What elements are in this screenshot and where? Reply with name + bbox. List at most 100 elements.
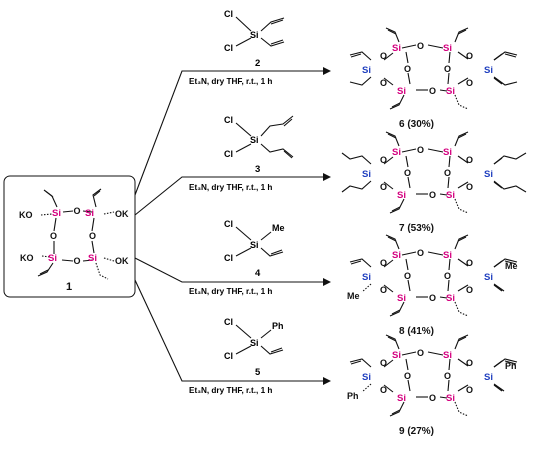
- reagent-5-si: Si: [250, 338, 259, 348]
- bridge-o: O: [380, 155, 387, 165]
- bridge-o: O: [380, 51, 387, 61]
- cage-si: Si: [392, 250, 401, 261]
- bridge-si: Si: [484, 272, 493, 283]
- reactant-si-1: Si: [52, 208, 61, 219]
- cage-si: Si: [443, 147, 452, 158]
- cage-si: Si: [392, 350, 401, 361]
- reactant-o-left: O: [50, 231, 57, 241]
- reagent-3-cl-bottom: Cl: [224, 149, 233, 159]
- reactant-ok-top: OK: [115, 209, 129, 219]
- reactant-ring-bonds: [37, 188, 115, 280]
- reactant-si-3: Si: [48, 253, 57, 264]
- cage-si: Si: [443, 250, 452, 261]
- cage-si: Si: [392, 43, 401, 54]
- bridge-o: O: [380, 258, 387, 268]
- bridge-si: Si: [362, 65, 371, 76]
- bridge-o: O: [466, 285, 473, 295]
- reagent-4-substituent: Me: [272, 223, 285, 233]
- arrow-to-6: [134, 67, 331, 196]
- conditions-5: Et₃N, dry THF, r.t., 1 h: [189, 386, 272, 395]
- bridge-si: Si: [484, 169, 493, 180]
- reagent-4: Cl Cl Si Me 4 Et₃N, dry THF, r.t., 1 h: [189, 219, 285, 296]
- reactant-si-2: Si: [85, 208, 94, 219]
- reactant-1: Si Si Si Si O O O O KO OK KO OK 1: [3, 175, 136, 298]
- reactant-ok-bottom: OK: [115, 256, 129, 266]
- arrow-to-7: [134, 173, 331, 216]
- bridge-o: O: [380, 78, 387, 88]
- cage-si: Si: [446, 293, 455, 304]
- cage-o: O: [404, 168, 411, 178]
- cage-si: Si: [443, 350, 452, 361]
- reagent-5-cl-top: Cl: [224, 317, 233, 327]
- reagent-3-number: 3: [255, 164, 260, 175]
- cage-o: O: [429, 190, 436, 200]
- cage-o: O: [417, 248, 424, 258]
- bridge-substituent: Ph: [505, 361, 517, 371]
- reactant-box: [3, 175, 136, 298]
- bridge-o: O: [380, 385, 387, 395]
- cage-o: O: [429, 86, 436, 96]
- reagent-2-cl-bottom: Cl: [224, 43, 233, 53]
- conditions-2: Et₃N, dry THF, r.t., 1 h: [189, 77, 272, 86]
- cage-si: Si: [397, 393, 406, 404]
- cage-o: O: [404, 271, 411, 281]
- arrow-to-9: [134, 279, 331, 385]
- cage-si: Si: [446, 190, 455, 201]
- bridge-o: O: [466, 385, 473, 395]
- bridge-o: O: [380, 182, 387, 192]
- reactant-si-4: Si: [88, 253, 97, 264]
- bridge-substituent: Me: [505, 261, 518, 271]
- reagent-5: Cl Cl Si Ph 5 Et₃N, dry THF, r.t., 1 h: [189, 317, 284, 395]
- reactant-o-bottom: O: [74, 256, 81, 266]
- reagent-4-cl-top: Cl: [224, 219, 233, 229]
- cage-o: O: [404, 64, 411, 74]
- bridge-si: Si: [484, 372, 493, 383]
- cage-o: O: [417, 348, 424, 358]
- cage-si: Si: [397, 293, 406, 304]
- bridge-o: O: [466, 155, 473, 165]
- cage-si: Si: [392, 147, 401, 158]
- product-label: 7 (53%): [399, 223, 434, 234]
- arrow-to-8: [134, 257, 331, 286]
- bridge-si: Si: [484, 65, 493, 76]
- bridge-o: O: [466, 258, 473, 268]
- reagent-4-number: 4: [255, 268, 261, 279]
- reagent-2: Cl Cl Si 2 Et₃N, dry THF, r.t., 1 h: [189, 9, 285, 86]
- cage-o: O: [417, 145, 424, 155]
- reagent-3-si: Si: [250, 135, 259, 145]
- product-label: 8 (41%): [399, 326, 434, 337]
- reactant-ko-bottom: KO: [20, 253, 34, 263]
- reagent-3: Cl Cl Si 3 Et₃N, dry THF, r.t., 1 h: [189, 115, 294, 192]
- reaction-arrows: [134, 67, 331, 385]
- bridge-si: Si: [362, 272, 371, 283]
- cage-si: Si: [443, 43, 452, 54]
- bridge-o: O: [380, 358, 387, 368]
- cage-si: Si: [397, 190, 406, 201]
- cage-o: O: [429, 393, 436, 403]
- reagent-2-number: 2: [255, 58, 260, 69]
- bridge-o: O: [466, 182, 473, 192]
- reagent-2-cl-top: Cl: [224, 9, 233, 19]
- cage-o: O: [444, 64, 451, 74]
- reagent-4-si: Si: [250, 240, 259, 250]
- reactant-ko-top: KO: [19, 210, 33, 220]
- bridge-o: O: [466, 51, 473, 61]
- product-label: 9 (27%): [399, 426, 434, 437]
- reactant-number: 1: [66, 281, 72, 293]
- bridge-o: O: [380, 285, 387, 295]
- bridge-substituent: Me: [347, 291, 360, 301]
- cage-si: Si: [397, 86, 406, 97]
- cage-si: Si: [446, 86, 455, 97]
- cage-o: O: [444, 271, 451, 281]
- conditions-3: Et₃N, dry THF, r.t., 1 h: [189, 183, 272, 192]
- conditions-4: Et₃N, dry THF, r.t., 1 h: [189, 287, 272, 296]
- reactant-o-top: O: [74, 206, 81, 216]
- cage-o: O: [429, 293, 436, 303]
- cage-o: O: [444, 371, 451, 381]
- reagent-5-substituent: Ph: [272, 321, 284, 331]
- reagent-4-cl-bottom: Cl: [224, 253, 233, 263]
